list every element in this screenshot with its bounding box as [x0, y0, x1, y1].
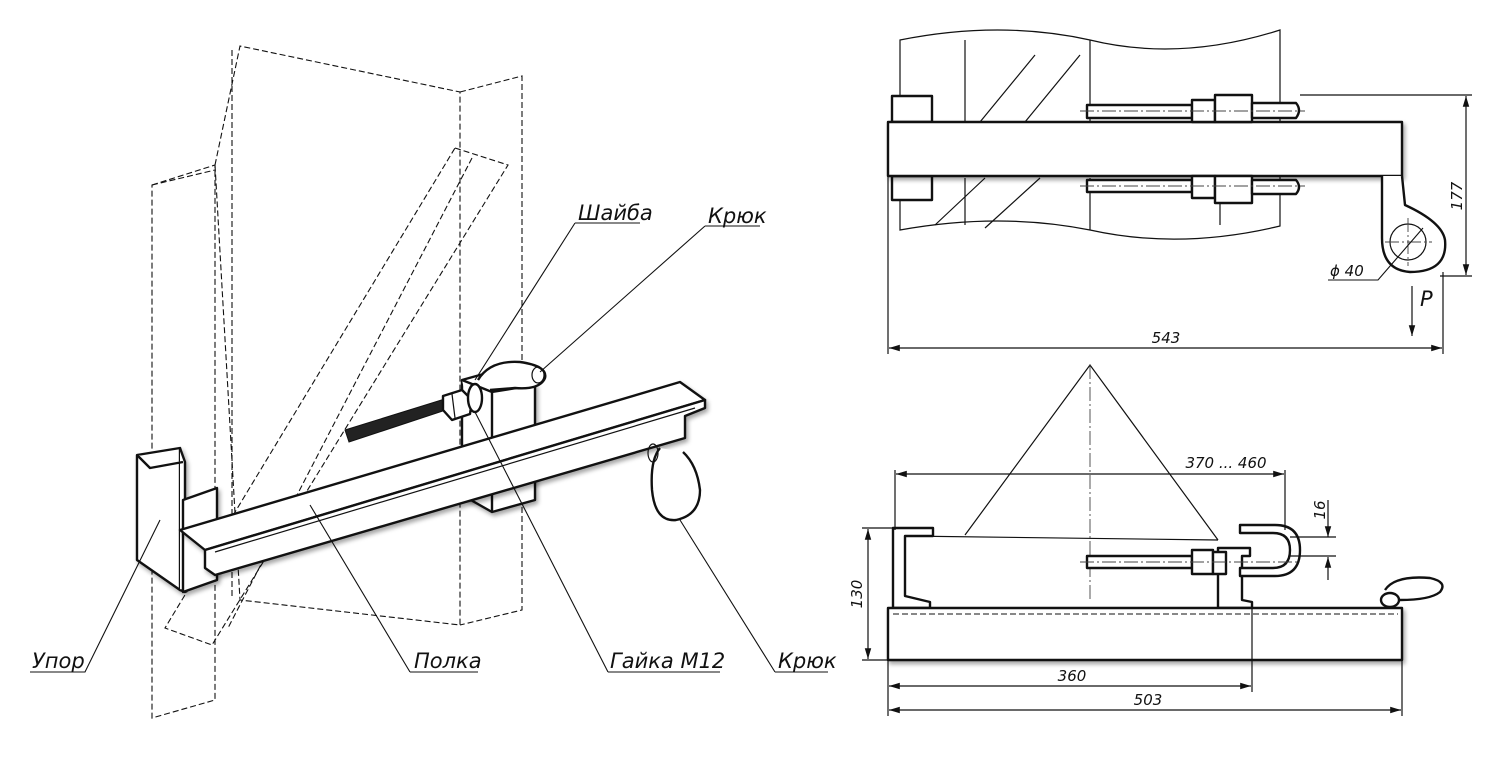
- hook-top: [476, 360, 547, 392]
- label-hook-bottom: Крюк: [778, 649, 837, 673]
- dim-height-177: 177: [1448, 181, 1466, 210]
- iso-leaders: [30, 222, 828, 673]
- hook-end: [1384, 576, 1444, 602]
- isometric-view: Шайба Крюк Упор Полка Гайка М12 Крюк: [30, 45, 837, 719]
- dim-clamp-360: 360: [1058, 667, 1087, 685]
- hook-eye: [1380, 175, 1447, 274]
- washer: [466, 382, 484, 414]
- label-washer: Шайба: [578, 201, 653, 225]
- shelf-beam-front: [886, 606, 1404, 662]
- dim-diameter-40: ϕ 40: [1330, 262, 1364, 280]
- front-view: 370 ... 460 16 130 360 503: [848, 363, 1444, 716]
- dim-height-130: 130: [848, 580, 866, 609]
- dim-range: 370 ... 460: [1185, 454, 1266, 472]
- top-view: 177 ϕ 40 P 543: [886, 29, 1472, 354]
- bolt-front-view: [1080, 523, 1302, 578]
- label-nut: Гайка М12: [610, 649, 725, 673]
- bolts-top-view: [1080, 93, 1305, 205]
- dim-offset-16: 16: [1311, 500, 1329, 519]
- hatching: [934, 54, 1081, 229]
- load-p: P: [1420, 287, 1433, 311]
- shelf-beam-top: [886, 120, 1404, 178]
- dim-length-503: 503: [1134, 691, 1163, 709]
- label-hook-top: Крюк: [708, 204, 767, 228]
- label-stop: Упор: [32, 649, 85, 673]
- label-shelf: Полка: [414, 649, 482, 673]
- hook-bottom: [650, 447, 702, 522]
- dim-length-543: 543: [1152, 329, 1181, 347]
- nut-m12: [441, 388, 474, 422]
- brace-phantom: [164, 147, 509, 646]
- threaded-rod: [344, 397, 453, 443]
- stop-channel: [135, 446, 219, 594]
